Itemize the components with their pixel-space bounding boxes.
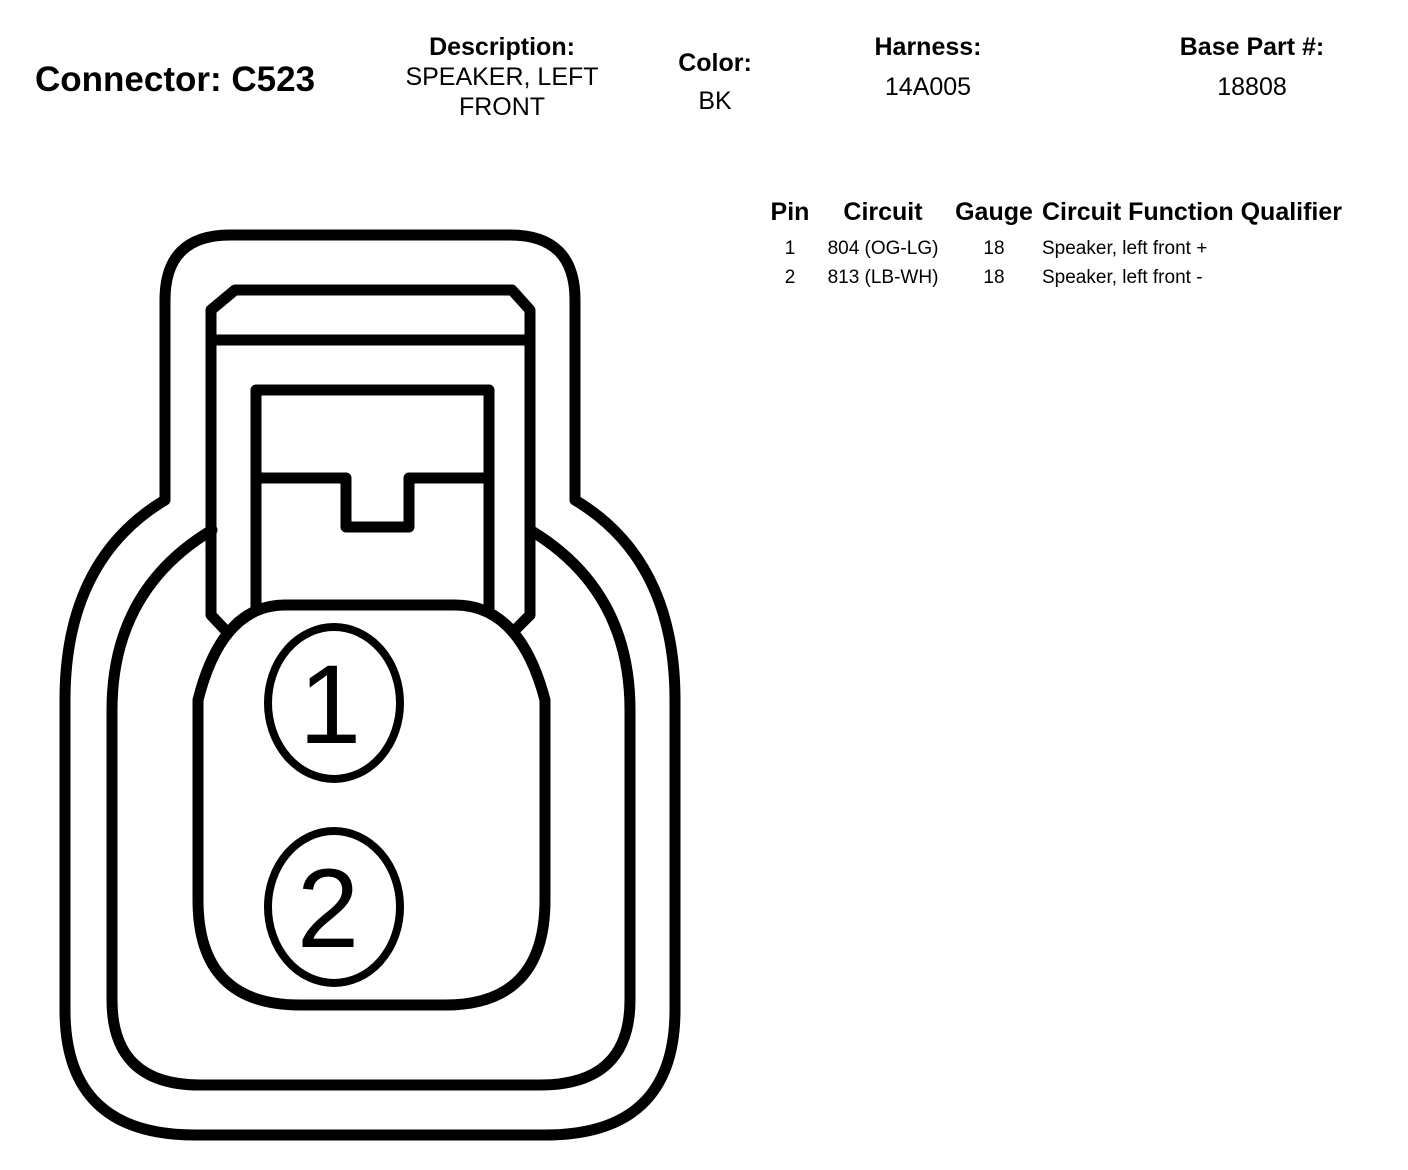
latch-window [250, 384, 495, 616]
pin-table-header-row: Pin Circuit Gauge Circuit Function Quali… [760, 198, 1342, 235]
color-value: BK [698, 87, 732, 115]
cell-circuit: 813 (LB-WH) [827, 267, 939, 288]
connector-title: Connector: C523 [35, 60, 316, 99]
housing-inner-outline [106, 524, 636, 1091]
cell-function: Speaker, left front - [1042, 267, 1203, 288]
pin-2-cavity [264, 827, 404, 987]
description-value-line2: FRONT [458, 93, 546, 121]
pin-1-label: 1 [299, 642, 361, 767]
cell-pin: 2 [784, 267, 796, 288]
cell-pin: 1 [784, 238, 796, 259]
table-row: 1 804 (OG-LG) 18 Speaker, left front + [760, 235, 1342, 264]
base-part-block: Base Part #: 18808 [1140, 32, 1364, 102]
base-part-label: Base Part #: [1179, 33, 1325, 61]
description-label: Description: [429, 33, 575, 61]
base-part-value: 18808 [1217, 73, 1287, 101]
latch-notch [250, 472, 495, 533]
pin-table: Pin Circuit Gauge Circuit Function Quali… [760, 198, 1342, 293]
harness-value: 14A005 [884, 73, 972, 101]
pin-1-cavity [264, 623, 404, 783]
pin-2-label: 2 [297, 846, 359, 971]
color-block: Color: BK [660, 48, 770, 116]
harness-label: Harness: [874, 33, 982, 61]
housing-outer-outline [59, 229, 681, 1141]
cell-circuit: 804 (OG-LG) [827, 238, 939, 259]
cell-function: Speaker, left front + [1042, 238, 1208, 259]
table-row: 2 813 (LB-WH) 18 Speaker, left front - [760, 264, 1342, 293]
header-circuit: Circuit [843, 198, 923, 226]
connector-face-diagram: 1 2 [59, 229, 681, 1141]
header-pin: Pin [770, 198, 810, 226]
color-label: Color: [678, 49, 752, 77]
header-gauge: Gauge [955, 198, 1033, 226]
cell-gauge: 18 [983, 238, 1005, 259]
header-circuit-function: Circuit Function Qualifier [1042, 198, 1343, 226]
cell-gauge: 18 [983, 267, 1005, 288]
description-block: Description: SPEAKER, LEFT FRONT [386, 32, 618, 122]
description-value-line1: SPEAKER, LEFT [405, 63, 599, 91]
harness-block: Harness: 14A005 [820, 32, 1036, 102]
terminal-cavity-outline [192, 599, 551, 1011]
